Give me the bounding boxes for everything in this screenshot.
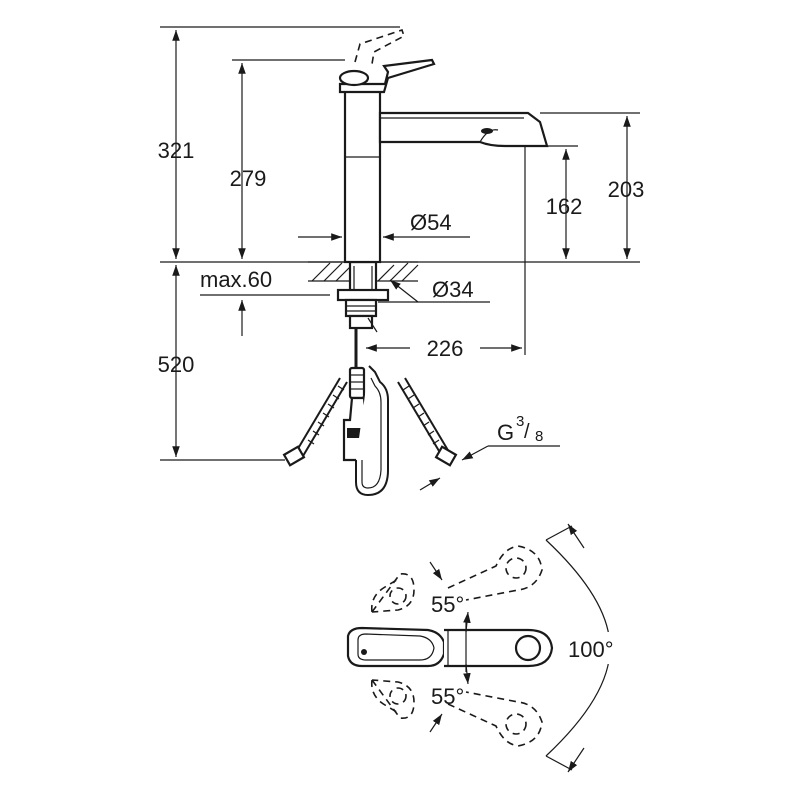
angle-lower-end: [463, 663, 471, 685]
lever-handle: [338, 28, 436, 94]
dim-body-diameter: Ø54: [298, 210, 470, 241]
dim-hose-length-label: 520: [158, 352, 195, 377]
angle-lower-label: 55°: [431, 684, 464, 709]
faucet-spout: [378, 111, 549, 148]
dim-lever-height-label: 279: [230, 166, 267, 191]
side-elevation: 321 279 203 162 Ø54 max.60: [158, 26, 645, 497]
lever-position-lower: [370, 679, 543, 747]
dim-total-height: 321: [158, 29, 195, 259]
dim-hole-diameter-label: Ø34: [432, 277, 474, 302]
dim-max-deck-label: max.60: [200, 267, 272, 292]
spray-hose: [342, 328, 389, 497]
dim-lever-height: 279: [230, 62, 267, 259]
angle-lower-start: [429, 713, 443, 733]
dim-thread: G 3 / 8: [419, 413, 560, 491]
top-view: 100° 55° 55°: [346, 523, 647, 773]
angle-upper-end: [463, 611, 471, 633]
thread-base: G: [497, 420, 514, 445]
dim-max-deck: max.60: [200, 267, 330, 336]
dim-spout-height: 203: [608, 116, 645, 259]
thread-slash: /: [524, 421, 530, 443]
angle-total-arrow-top: [567, 523, 585, 549]
dim-spout-height-label: 203: [608, 177, 645, 202]
supply-hose-right: [397, 377, 458, 467]
angle-upper-label: 55°: [431, 592, 464, 617]
mounting-shank: [336, 260, 390, 333]
dim-total-height-label: 321: [158, 138, 195, 163]
thread-denominator: 8: [535, 428, 543, 445]
angle-total-ext-bottom: [545, 755, 573, 771]
dim-outlet-height: 162: [546, 149, 583, 259]
thread-numerator: 3: [516, 413, 524, 430]
dim-spout-reach: 226: [366, 332, 522, 361]
angle-total-label: 100°: [568, 637, 614, 662]
dim-body-diameter-label: Ø54: [410, 210, 452, 235]
dim-hose-length: 520: [158, 265, 195, 457]
dim-hole-diameter: Ø34: [378, 277, 490, 303]
lever-top-view: [346, 626, 554, 668]
dim-spout-reach-label: 226: [427, 336, 464, 361]
angle-total-ext-top: [545, 525, 573, 541]
faucet-body: [343, 83, 382, 264]
dim-outlet-height-label: 162: [546, 194, 583, 219]
angle-upper-start: [429, 561, 443, 581]
angle-total-arrow-bottom: [567, 747, 585, 773]
lever-position-upper: [370, 545, 543, 613]
supply-hose-left: [282, 377, 348, 467]
